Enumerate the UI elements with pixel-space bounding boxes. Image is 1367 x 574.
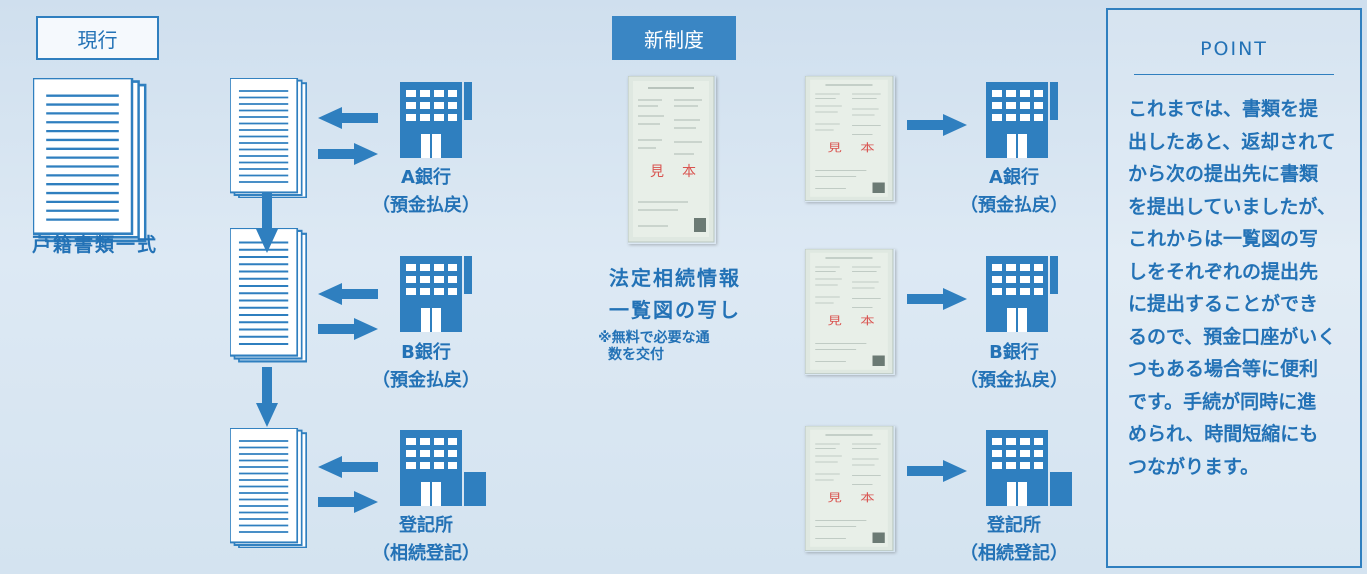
new-system-label: 新制度 [612, 16, 736, 60]
destination-name: 登記所 [399, 515, 453, 536]
destination-purpose: （預金払戻） [372, 370, 480, 391]
document-stack-icon [230, 78, 308, 198]
arrow-right-icon [907, 288, 967, 310]
bank-building-icon [400, 82, 472, 158]
svg-text:見: 見 [828, 491, 843, 504]
destination-name: A銀行 [401, 167, 451, 188]
arrow-right-icon [907, 460, 967, 482]
arrow-left-icon [318, 456, 378, 478]
stamp-mi: 見 [650, 164, 664, 180]
destination-registry: 登記所 （相続登記） [356, 512, 496, 568]
point-line: から次の提出先に書類 [1128, 163, 1319, 185]
destination-name: 登記所 [987, 515, 1041, 536]
destination-b-bank: B銀行 （預金払戻） [356, 339, 496, 395]
svg-text:本: 本 [860, 491, 875, 504]
svg-text:本: 本 [860, 314, 875, 327]
document-stack-icon [33, 78, 147, 243]
destination-purpose: （預金払戻） [372, 195, 480, 216]
destination-b-bank: B銀行 （預金払戻） [944, 339, 1084, 395]
destination-purpose: （相続登記） [372, 543, 480, 564]
registry-office-icon [400, 430, 486, 506]
point-line: るので、預金口座がいく [1128, 325, 1337, 348]
svg-text:見: 見 [828, 314, 843, 327]
arrow-left-icon [318, 107, 378, 129]
note-line: 数を交付 [608, 347, 664, 363]
document-stack-icon [230, 428, 308, 548]
point-line: 出したあと、返却されて [1128, 130, 1336, 153]
destination-a-bank: A銀行 （預金払戻） [944, 164, 1084, 220]
svg-text:本: 本 [860, 141, 875, 154]
point-line: つながります。 [1128, 455, 1260, 478]
point-box: POINT これまでは、書類を提 出したあと、返却されて から次の提出先に書類 … [1106, 8, 1362, 568]
point-line: これまでは、書類を提 [1128, 98, 1319, 120]
arrow-right-icon [907, 114, 967, 136]
point-line: に提出することができ [1128, 293, 1319, 315]
point-line: められ、時間短縮にも [1128, 423, 1319, 445]
destination-name: A銀行 [989, 167, 1039, 188]
current-label: 現行 [36, 16, 159, 60]
certificate-copy-image: 見 本 [805, 76, 894, 202]
bank-building-icon [986, 82, 1058, 158]
stamp-hon: 本 [682, 164, 696, 180]
note-line: ※無料で必要な通 [598, 330, 710, 346]
point-line: を提出していましたが、 [1128, 195, 1337, 218]
bank-building-icon [986, 256, 1058, 332]
certificate-copy-image: 見 本 [805, 249, 894, 375]
destination-registry: 登記所 （相続登記） [944, 512, 1084, 568]
point-line: しをそれぞれの提出先 [1128, 260, 1319, 283]
new-system-caption: 法定相続情報 一覧図の写し [590, 262, 760, 326]
documents-caption: 戸籍書類一式 [31, 234, 158, 256]
caption-line: 法定相続情報 [609, 266, 741, 290]
arrow-down-icon [256, 193, 278, 253]
arrow-down-icon [256, 367, 278, 427]
bank-building-icon [400, 256, 472, 332]
point-text: これまでは、書類を提 出したあと、返却されて から次の提出先に書類 を提出してい… [1108, 75, 1360, 483]
registry-office-icon [986, 430, 1072, 506]
point-line: つもある場合等に便利 [1128, 358, 1319, 380]
point-line: です。手続が同時に進 [1128, 390, 1317, 413]
caption-line: 一覧図の写し [609, 298, 741, 322]
destination-purpose: （預金払戻） [960, 370, 1068, 391]
arrow-left-icon [318, 283, 378, 305]
destination-purpose: （預金払戻） [960, 195, 1068, 216]
point-line: これからは一覧図の写 [1128, 228, 1319, 250]
destination-name: B銀行 [401, 342, 451, 363]
certificate-copy-image: 見 本 [628, 76, 715, 243]
point-divider [1134, 74, 1334, 75]
point-title: POINT [1200, 38, 1268, 60]
destination-name: B銀行 [989, 342, 1039, 363]
destination-purpose: （相続登記） [960, 543, 1068, 564]
certificate-copy-image: 見 本 [805, 426, 894, 552]
destination-a-bank: A銀行 （預金払戻） [356, 164, 496, 220]
new-system-note: ※無料で必要な通 数を交付 [598, 330, 758, 364]
svg-text:見: 見 [828, 141, 843, 154]
